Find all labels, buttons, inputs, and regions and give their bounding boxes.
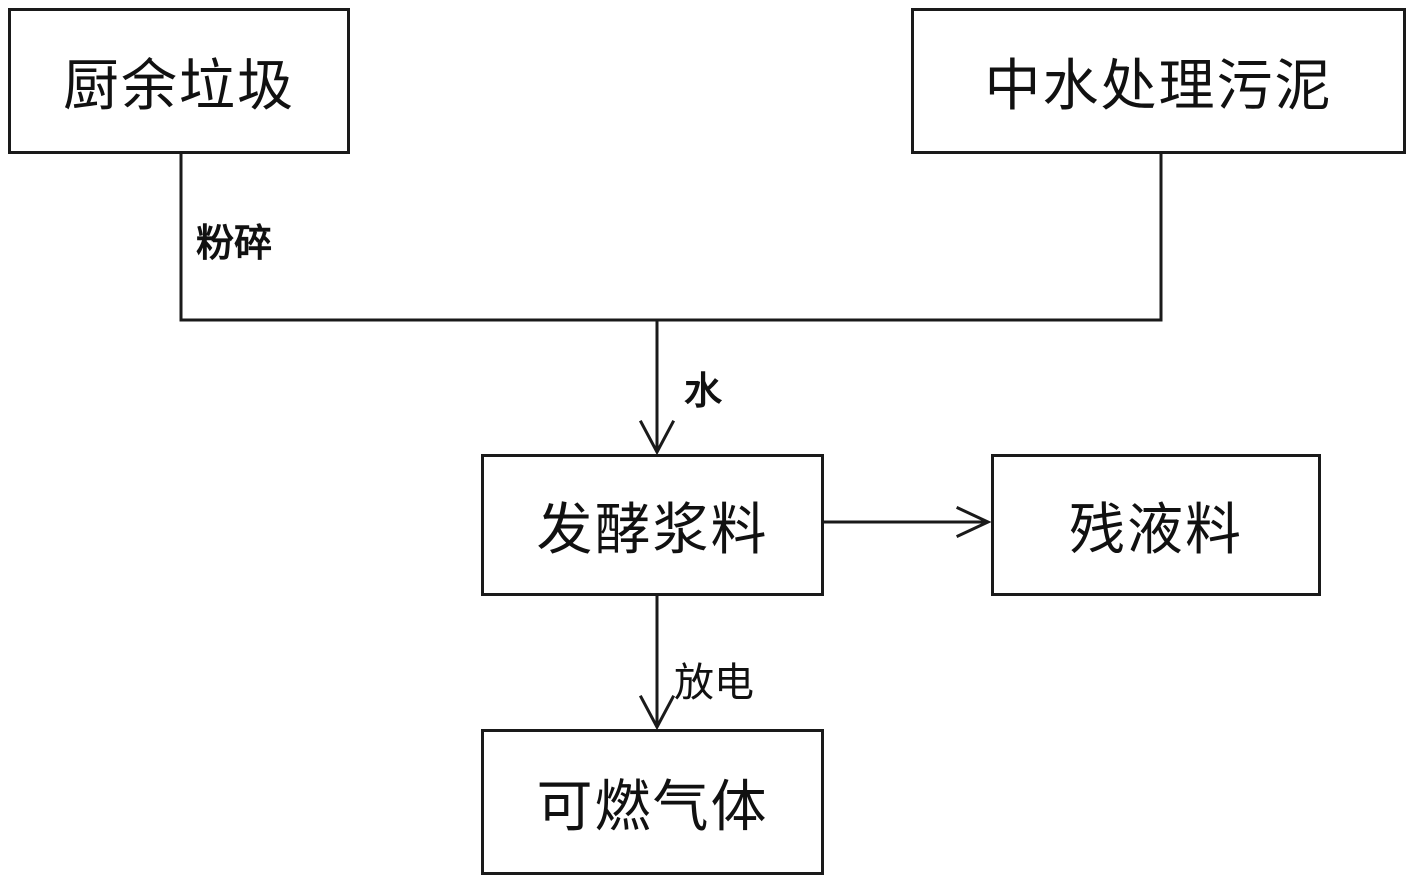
node-fermentation-slurry-label: 发酵浆料 [536, 497, 769, 563]
node-reclaimed-water-sludge-label: 中水处理污泥 [984, 53, 1333, 119]
arrowhead-to-residue [956, 506, 992, 538]
node-kitchen-waste: 厨余垃圾 [8, 8, 350, 154]
arrowhead-to-slurry [638, 419, 676, 456]
edge-label-discharge: 放电 [674, 660, 754, 706]
node-residue-liquid: 残液料 [991, 454, 1321, 596]
arrowhead-to-gas [638, 694, 676, 731]
node-combustible-gas-label: 可燃气体 [536, 774, 769, 840]
node-residue-liquid-label: 残液料 [1069, 497, 1243, 563]
node-kitchen-waste-label: 厨余垃圾 [63, 53, 295, 119]
node-reclaimed-water-sludge: 中水处理污泥 [911, 8, 1406, 154]
node-combustible-gas: 可燃气体 [481, 729, 824, 875]
edge-label-crush: 粉碎 [196, 221, 273, 265]
node-fermentation-slurry: 发酵浆料 [481, 454, 824, 596]
edge-label-water: 水 [684, 369, 723, 413]
